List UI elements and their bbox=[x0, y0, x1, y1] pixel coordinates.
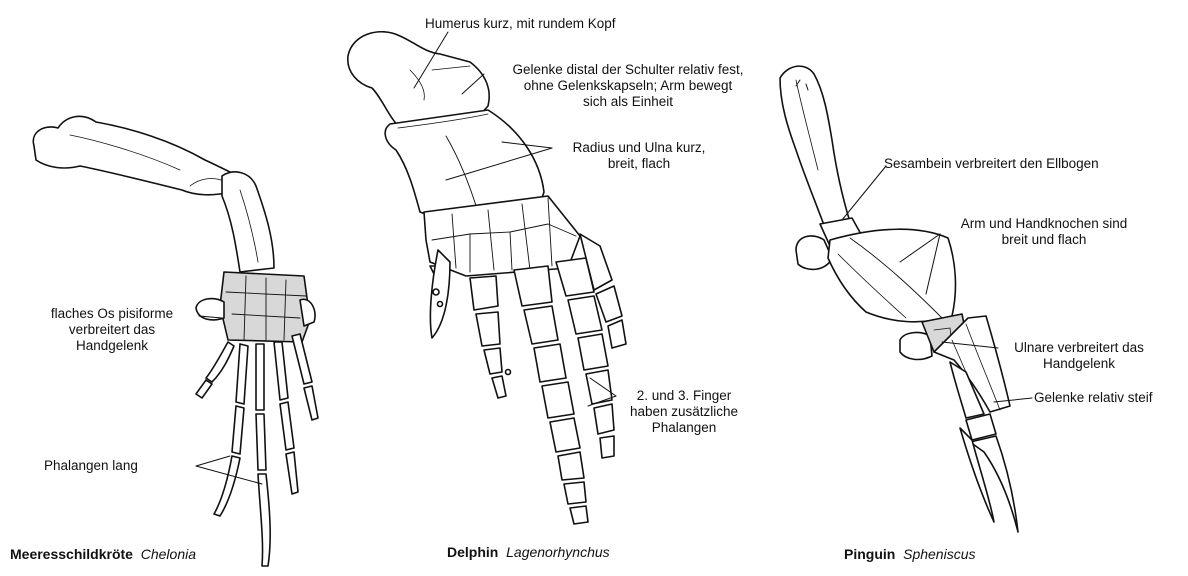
caption-penguin-genus: Spheniscus bbox=[903, 546, 975, 562]
label-ulnare-line2: Handgelenk bbox=[996, 356, 1162, 372]
label-dolphin-joints-line3: sich als Einheit bbox=[478, 94, 778, 110]
penguin-humerus bbox=[780, 66, 850, 236]
caption-penguin: Pinguin Spheniscus bbox=[844, 546, 976, 562]
label-extra-phalanges: 2. und 3. Finger haben zusätzliche Phala… bbox=[614, 388, 754, 436]
label-radius-ulna-line1: Radius und Ulna kurz, bbox=[546, 140, 732, 156]
label-arm-hand-line1: Arm und Handknochen sind bbox=[946, 216, 1142, 232]
turtle-carpals bbox=[220, 272, 310, 342]
turtle-forearm bbox=[222, 172, 274, 272]
penguin-radius-ulna bbox=[828, 229, 955, 322]
label-pisiform: flaches Os pisiforme verbreitert das Han… bbox=[22, 306, 202, 354]
label-extra-phalanges-line1: 2. und 3. Finger bbox=[614, 388, 754, 404]
label-extra-phalanges-line3: Phalangen bbox=[614, 420, 754, 436]
label-pisiform-line1: flaches Os pisiforme bbox=[22, 306, 202, 322]
label-extra-phalanges-line2: haben zusätzliche bbox=[614, 404, 754, 420]
caption-dolphin-common: Delphin bbox=[447, 544, 498, 560]
caption-dolphin: Delphin Lagenorhynchus bbox=[447, 544, 610, 560]
label-dolphin-joints: Gelenke distal der Schulter relativ fest… bbox=[478, 62, 778, 110]
caption-dolphin-genus: Lagenorhynchus bbox=[506, 544, 610, 560]
label-ulnare: Ulnare verbreitert das Handgelenk bbox=[996, 340, 1162, 372]
label-joints-stiff: Gelenke relativ steif bbox=[1034, 390, 1153, 406]
caption-turtle-common: Meeresschildkröte bbox=[10, 546, 133, 562]
penguin-phalanges bbox=[970, 436, 1018, 532]
label-dolphin-joints-line1: Gelenke distal der Schulter relativ fest… bbox=[478, 62, 778, 78]
label-ulnare-line1: Ulnare verbreitert das bbox=[996, 340, 1162, 356]
penguin-elbow-sesamoid bbox=[796, 236, 832, 269]
label-phalanges-long: Phalangen lang bbox=[44, 458, 138, 474]
label-humerus: Humerus kurz, mit rundem Kopf bbox=[425, 16, 616, 32]
label-radius-ulna-line2: breit, flach bbox=[546, 156, 732, 172]
label-pisiform-line3: Handgelenk bbox=[22, 338, 202, 354]
label-dolphin-joints-line2: ohne Gelenkskapseln; Arm bewegt bbox=[478, 78, 778, 94]
turtle-humerus bbox=[33, 116, 238, 194]
caption-turtle: Meeresschildkröte Chelonia bbox=[10, 546, 196, 562]
caption-turtle-genus: Chelonia bbox=[141, 546, 196, 562]
label-arm-hand: Arm und Handknochen sind breit und flach bbox=[946, 216, 1142, 248]
label-sesamoid: Sesambein verbreitert den Ellbogen bbox=[884, 156, 1099, 172]
label-radius-ulna: Radius und Ulna kurz, breit, flach bbox=[546, 140, 732, 172]
caption-penguin-common: Pinguin bbox=[844, 546, 895, 562]
label-pisiform-line2: verbreitert das bbox=[22, 322, 202, 338]
label-arm-hand-line2: breit und flach bbox=[946, 232, 1142, 248]
penguin-flipper-drawing bbox=[780, 66, 1018, 532]
